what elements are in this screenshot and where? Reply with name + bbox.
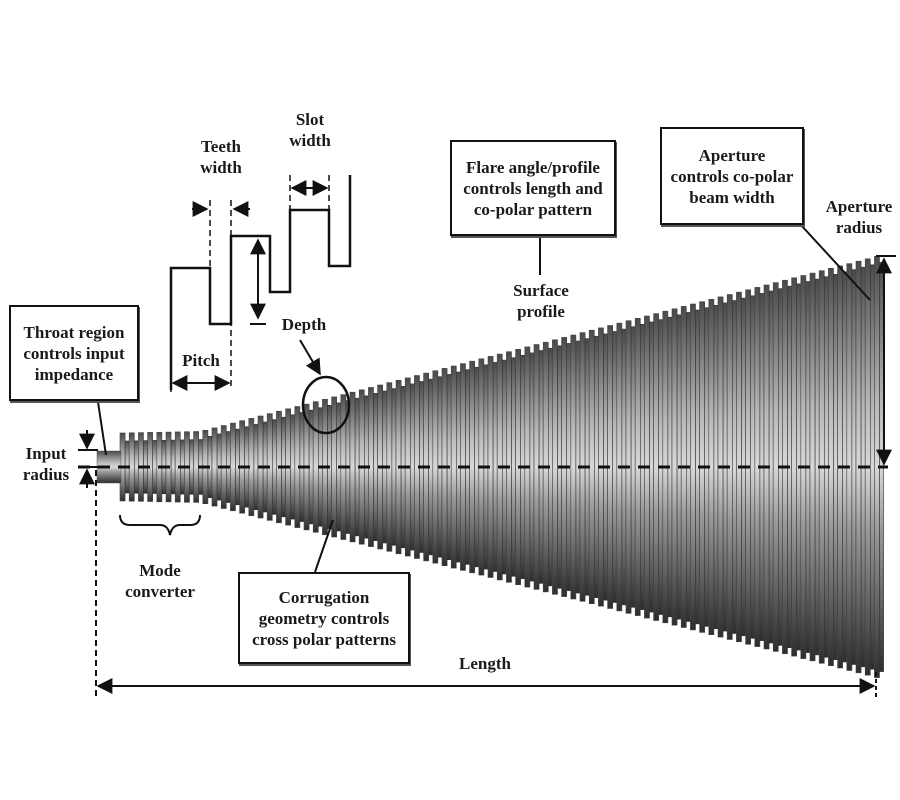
horn-slot — [713, 304, 719, 629]
horn-slot — [189, 439, 194, 495]
horn-tooth — [791, 277, 797, 657]
aperture-radius-label: Aperture radius — [825, 197, 893, 237]
depth-highlight-circle — [301, 375, 351, 435]
horn-tooth — [450, 365, 457, 569]
horn-slot — [373, 393, 378, 541]
aperture-callout: Aperture controls co-polar beam width — [660, 127, 804, 225]
throat-callout: Throat region controls input impedance — [9, 305, 139, 401]
dimension-arrows — [171, 180, 329, 391]
horn-tooth — [331, 396, 338, 538]
horn-slot — [492, 362, 498, 572]
horn-tooth — [671, 308, 678, 626]
horn-tooth — [570, 334, 577, 600]
input-radius-marker — [78, 430, 98, 488]
corrugation-callout: Corrugation geometry controls cross pola… — [238, 572, 410, 664]
horn-slot — [612, 331, 618, 603]
horn-tooth — [552, 339, 558, 595]
horn-slot — [409, 383, 415, 551]
horn-slot — [851, 269, 857, 665]
corrugation-guides — [170, 175, 330, 392]
length-label: Length — [459, 654, 511, 673]
horn-slot — [731, 300, 737, 634]
horn-slot — [290, 414, 296, 520]
horn-tooth — [432, 370, 439, 564]
horn-slot — [134, 440, 139, 494]
input-radius-label: Input radius — [22, 444, 70, 484]
teeth-width-label: Teeth width — [200, 137, 242, 177]
horn-slot — [750, 295, 756, 639]
aperture-radius-dimension — [876, 255, 896, 466]
horn-slot — [869, 264, 875, 670]
horn-slot — [529, 352, 535, 582]
horn-tooth — [349, 391, 356, 543]
horn-tooth — [230, 422, 236, 512]
depth-pointer — [299, 339, 321, 376]
corrugation-profile — [169, 175, 352, 390]
horn-slot — [511, 357, 516, 577]
horn-tooth — [690, 303, 696, 631]
horn-tooth — [469, 360, 476, 574]
horn-slot — [170, 439, 176, 495]
callout-leaders — [97, 223, 871, 573]
horn-slot — [833, 273, 838, 660]
pitch-label: Pitch — [182, 351, 220, 370]
horn-tooth — [211, 427, 218, 507]
horn-tooth — [772, 282, 779, 652]
horn-slot — [593, 335, 599, 599]
horn-slot — [253, 424, 259, 510]
surface-profile-label: Surface profile — [513, 281, 569, 321]
horn-slot — [630, 326, 636, 608]
mode-converter-label: Mode converter — [125, 561, 195, 601]
horn-slot — [271, 419, 277, 515]
horn-tooth — [193, 431, 200, 503]
horn-tooth — [809, 272, 816, 662]
flare-callout: Flare angle/profile controls length and … — [450, 140, 616, 236]
horn-tooth — [653, 313, 659, 621]
length-dimension — [95, 470, 877, 700]
horn-tooth — [312, 401, 319, 533]
depth-label: Depth — [281, 315, 327, 334]
horn-slot — [649, 321, 654, 613]
slot-width-label: Slot width — [289, 110, 331, 150]
horn-slot — [391, 388, 397, 546]
horn-slot — [152, 440, 158, 494]
mode-converter-brace — [119, 514, 201, 536]
